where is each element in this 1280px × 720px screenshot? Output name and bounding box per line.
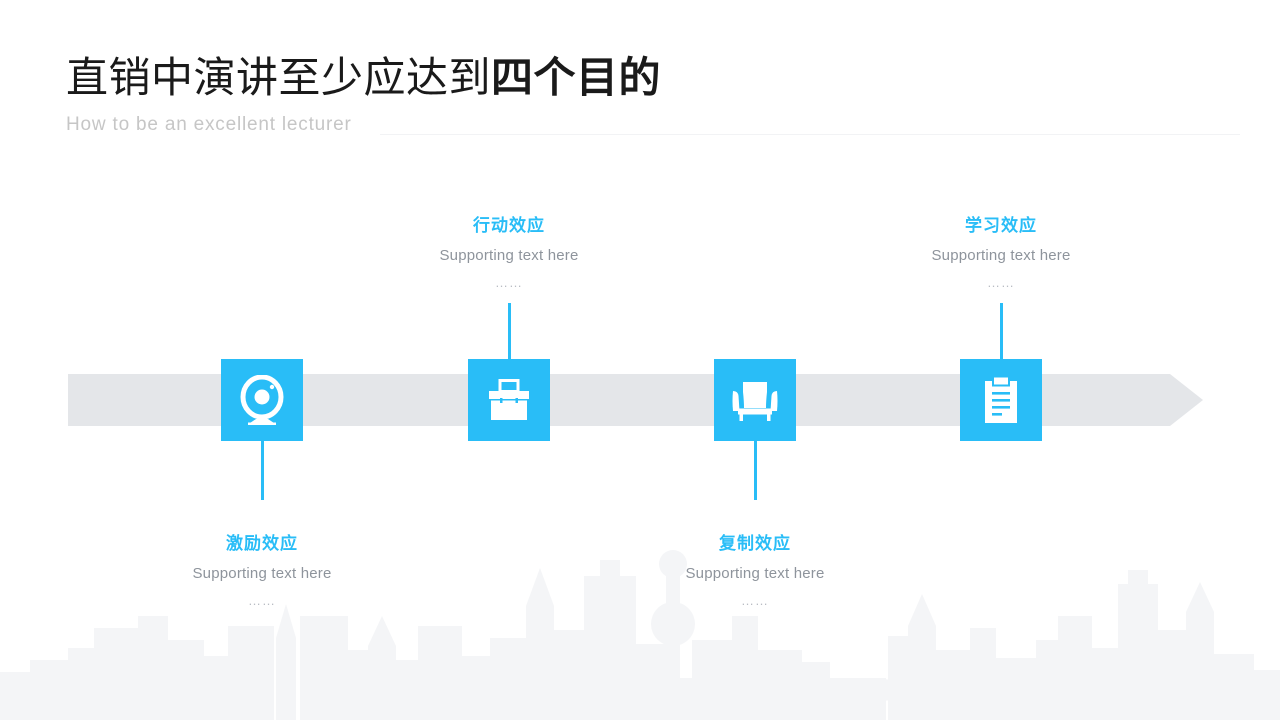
node-label-group: 学习效应 Supporting text here ……: [841, 214, 1161, 292]
briefcase-icon[interactable]: [468, 359, 550, 441]
node-connector-line: [999, 303, 1003, 359]
node-title: 行动效应: [473, 216, 545, 235]
page-title-bold: 四个目的: [491, 54, 662, 101]
webcam-icon[interactable]: [221, 359, 303, 441]
node-subtitle: Supporting text here: [685, 565, 825, 582]
node-dots: ……: [741, 593, 769, 608]
node-connector-line: [507, 303, 511, 359]
node-dots: ……: [248, 593, 276, 608]
clipboard-icon[interactable]: [960, 359, 1042, 441]
node-title: 激励效应: [226, 534, 298, 553]
timeline-arrow-bar: [68, 374, 1203, 426]
slide-header: 直销中演讲至少应达到四个目的 How to be an excellent le…: [0, 0, 1280, 150]
node-connector-line: [753, 441, 757, 500]
page-title: 直销中演讲至少应达到四个目的: [66, 52, 661, 104]
header-divider: [380, 134, 1240, 135]
node-subtitle: Supporting text here: [439, 247, 579, 264]
node-label-group: 复制效应 Supporting text here ……: [595, 532, 915, 610]
page-subtitle: How to be an excellent lecturer: [66, 114, 352, 135]
node-label-group: 行动效应 Supporting text here ……: [349, 214, 669, 292]
node-subtitle: Supporting text here: [931, 247, 1071, 264]
node-dots: ……: [495, 275, 523, 290]
node-connector-line: [260, 441, 264, 500]
node-label-group: 激励效应 Supporting text here ……: [102, 532, 422, 610]
page-title-light: 直销中演讲至少应达到: [66, 54, 492, 101]
node-title: 复制效应: [719, 534, 791, 553]
armchair-icon[interactable]: [714, 359, 796, 441]
node-title: 学习效应: [965, 216, 1037, 235]
node-subtitle: Supporting text here: [192, 565, 332, 582]
node-dots: ……: [987, 275, 1015, 290]
